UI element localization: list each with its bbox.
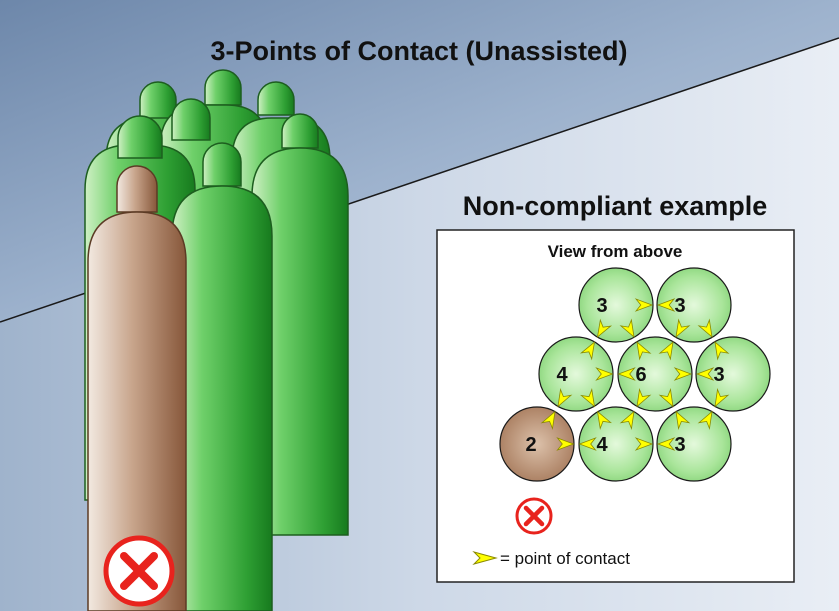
example-subtitle: Non-compliant example bbox=[463, 191, 768, 221]
red-x-circle-icon bbox=[515, 497, 553, 535]
page-title: 3-Points of Contact (Unassisted) bbox=[210, 36, 627, 66]
contact-arrow-icon bbox=[656, 437, 676, 451]
contact-count-label: 3 bbox=[713, 364, 724, 386]
contact-arrow-icon bbox=[656, 298, 676, 312]
contact-count-label: 4 bbox=[556, 364, 568, 386]
yellow-arrowhead-icon bbox=[472, 551, 498, 565]
contact-count-label: 3 bbox=[674, 295, 685, 317]
contact-arrow-icon bbox=[557, 387, 573, 408]
contact-arrow-icon bbox=[556, 437, 575, 451]
contact-arrow-icon bbox=[697, 318, 713, 338]
contact-count-label: 2 bbox=[525, 434, 536, 456]
contact-arrow-icon bbox=[596, 318, 613, 338]
contact-count-label: 6 bbox=[635, 364, 646, 386]
contact-arrow-icon bbox=[596, 410, 612, 431]
contact-arrow-icon bbox=[636, 387, 652, 408]
green-cylinder bbox=[251, 113, 349, 536]
contact-arrow-icon bbox=[579, 341, 596, 361]
contact-arrow-icon bbox=[595, 367, 614, 381]
contact-count-label: 3 bbox=[596, 295, 607, 317]
contact-count-label: 3 bbox=[674, 434, 685, 456]
contact-count-label: 4 bbox=[596, 434, 608, 456]
contact-arrow-icon bbox=[697, 410, 713, 431]
contact-arrow-icon bbox=[695, 367, 715, 381]
contact-arrow-icon bbox=[675, 410, 691, 431]
contact-arrow-icon bbox=[658, 341, 674, 361]
contact-arrow-icon bbox=[540, 410, 556, 431]
green-cylinder bbox=[139, 81, 177, 121]
green-cylinder bbox=[257, 81, 295, 116]
green-cylinder bbox=[204, 69, 242, 106]
contact-arrow-icon bbox=[634, 298, 654, 312]
contact-arrow-icon bbox=[714, 387, 730, 408]
contact-arrow-icon bbox=[636, 341, 652, 361]
red-x-circle-icon bbox=[103, 535, 175, 607]
contact-arrow-icon bbox=[673, 367, 693, 381]
contact-arrow-icon bbox=[578, 437, 597, 451]
contact-arrow-icon bbox=[714, 341, 730, 361]
cylinder-cluster bbox=[84, 69, 349, 611]
contact-arrow-icon bbox=[617, 367, 636, 381]
contact-arrow-icon bbox=[619, 318, 635, 338]
contact-arrow-icon bbox=[658, 387, 674, 408]
contact-arrow-icon bbox=[634, 437, 654, 451]
inset-heading: View from above bbox=[548, 242, 683, 261]
green-cylinder bbox=[171, 142, 273, 611]
contact-arrow-icon bbox=[619, 410, 635, 431]
contact-arrow-icon bbox=[675, 318, 691, 338]
brown-cylinder bbox=[87, 165, 187, 611]
legend-text: = point of contact bbox=[500, 549, 630, 568]
contact-arrow-icon bbox=[580, 387, 596, 408]
top-view-inset: View from above 3 3 4 6 3 2 4 3 = point of cont… bbox=[436, 229, 795, 583]
